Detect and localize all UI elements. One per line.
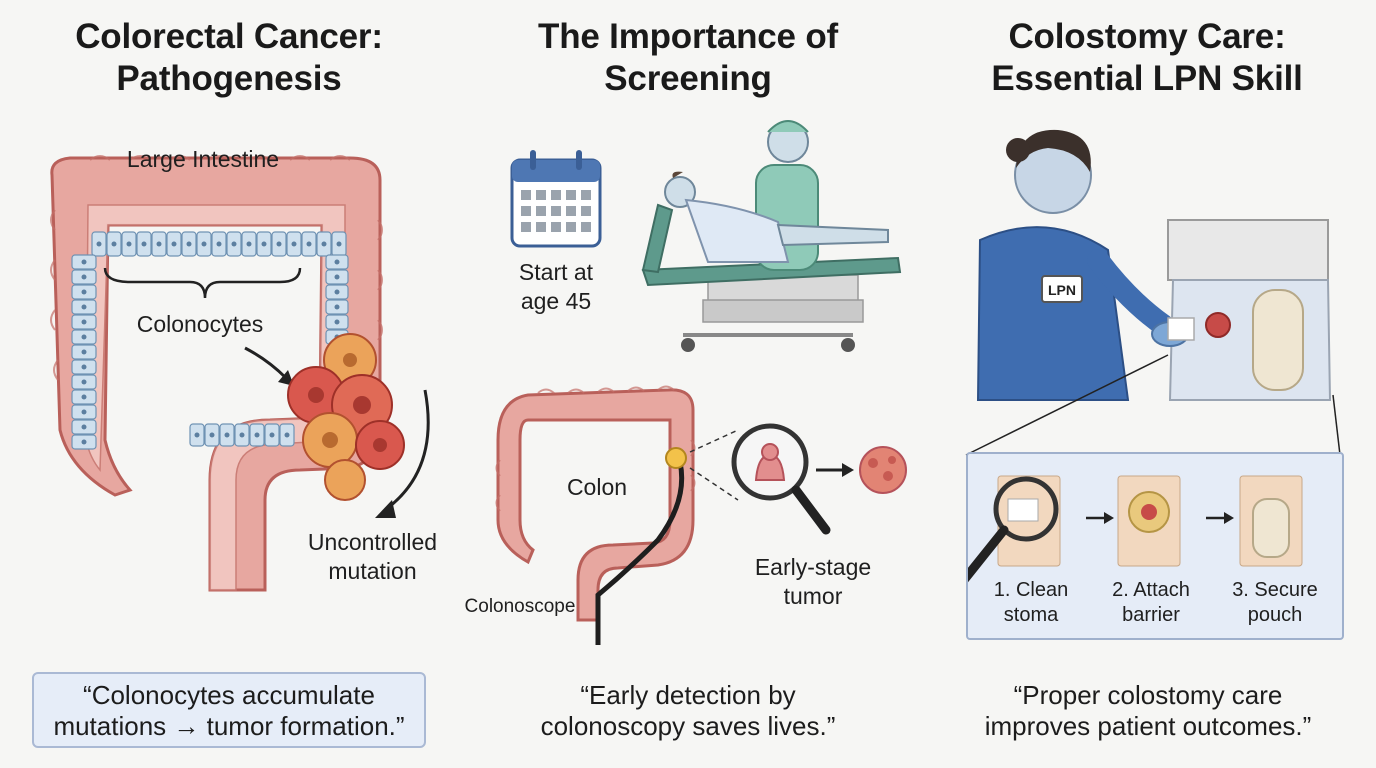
cell-nucleus <box>81 304 87 310</box>
cell-nucleus <box>334 259 340 265</box>
colostomy-illustration: LPN <box>965 129 1341 456</box>
early-tumor <box>859 446 907 494</box>
calendar-day <box>581 222 591 232</box>
calendar-day <box>566 222 576 232</box>
cell-nucleus <box>194 432 200 438</box>
panel-title: The Importance of Screening <box>538 17 838 98</box>
arrow-icon <box>244 346 288 380</box>
cell-nucleus <box>81 334 87 340</box>
panel-pathogenesis: Colorectal Cancer: Pathogenesis <box>0 0 458 768</box>
tumor-cluster <box>287 333 405 501</box>
screening-illustration <box>495 120 907 645</box>
calendar-day <box>536 190 546 200</box>
calendar-day <box>566 190 576 200</box>
cell-nucleus <box>201 241 207 247</box>
cell-nucleus <box>81 289 87 295</box>
panel-title: Colorectal Cancer: Pathogenesis <box>75 17 383 98</box>
cell-nucleus <box>81 259 87 265</box>
calendar-day <box>581 206 591 216</box>
cell-nucleus <box>231 241 237 247</box>
cell-nucleus <box>111 241 117 247</box>
calendar-icon <box>510 150 602 248</box>
calendar-day <box>581 190 591 200</box>
colon-diagram <box>495 385 696 622</box>
cell-nucleus <box>291 241 297 247</box>
calendar-day <box>521 206 531 216</box>
calendar-day <box>566 206 576 216</box>
label-mutation: Uncontrolled mutation <box>307 529 438 584</box>
label-colon: Colon <box>566 474 628 500</box>
cell-nucleus <box>96 241 102 247</box>
cell-nucleus <box>216 241 222 247</box>
cell-nucleus <box>284 432 290 438</box>
cell-nucleus <box>276 241 282 247</box>
calendar-day <box>521 222 531 232</box>
cell-nucleus <box>254 432 260 438</box>
patient <box>664 171 889 263</box>
cell-nucleus <box>239 432 245 438</box>
quote-box: “Colonocytes accumulate mutations → tumo… <box>32 672 426 748</box>
panel-title: Colostomy Care: Essential LPN Skill <box>991 17 1303 98</box>
calendar-day <box>551 206 561 216</box>
quote-text: “Early detection by colonoscopy saves li… <box>540 680 836 741</box>
calendar-day <box>551 190 561 200</box>
panel-colostomy: Colostomy Care: Essential LPN Skill LPN <box>918 0 1376 768</box>
calendar-day <box>521 190 531 200</box>
cell-nucleus <box>81 319 87 325</box>
cell-nucleus <box>81 274 87 280</box>
cell-nucleus <box>156 241 162 247</box>
label-colonocytes: Colonocytes <box>136 311 264 337</box>
cell-nucleus <box>81 379 87 385</box>
nurse <box>976 129 1195 401</box>
cell-nucleus <box>171 241 177 247</box>
cell-nucleus <box>81 349 87 355</box>
large-intestine-illustration <box>50 155 430 592</box>
label-large-intestine: Large Intestine <box>126 146 280 172</box>
cell-nucleus <box>186 241 192 247</box>
cell-nucleus <box>141 241 147 247</box>
magnifier-icon <box>731 423 831 535</box>
care-steps-illustration <box>968 475 1303 583</box>
quote-text: “Proper colostomy care improves patient … <box>984 680 1312 741</box>
cell-nucleus <box>81 424 87 430</box>
patient-torso <box>1167 219 1332 401</box>
cell-nucleus <box>334 304 340 310</box>
label-colonoscope: Colonoscope <box>464 596 576 617</box>
cell-nucleus <box>224 432 230 438</box>
cell-nucleus <box>261 241 267 247</box>
colonocyte-cells <box>71 231 349 450</box>
label-start-age: Start at age 45 <box>518 259 594 314</box>
cell-nucleus <box>81 409 87 415</box>
label-early-tumor: Early-stage tumor <box>754 554 872 609</box>
cell-nucleus <box>334 274 340 280</box>
cell-nucleus <box>81 439 87 445</box>
calendar-day <box>536 206 546 216</box>
lpn-badge <box>1041 275 1083 303</box>
cell-nucleus <box>209 432 215 438</box>
colonocytes-brace <box>103 267 302 299</box>
colonoscope <box>595 461 685 645</box>
cell-nucleus <box>336 241 342 247</box>
panel-screening: The Importance of Screening <box>458 0 918 768</box>
calendar-day <box>551 222 561 232</box>
cell-nucleus <box>81 364 87 370</box>
cell-nucleus <box>126 241 132 247</box>
cell-nucleus <box>246 241 252 247</box>
cell-nucleus <box>334 319 340 325</box>
cell-nucleus <box>334 289 340 295</box>
lpn-badge-text: LPN <box>1048 282 1076 298</box>
calendar-day <box>536 222 546 232</box>
cell-nucleus <box>321 241 327 247</box>
cell-nucleus <box>81 394 87 400</box>
cell-nucleus <box>306 241 312 247</box>
cell-nucleus <box>269 432 275 438</box>
